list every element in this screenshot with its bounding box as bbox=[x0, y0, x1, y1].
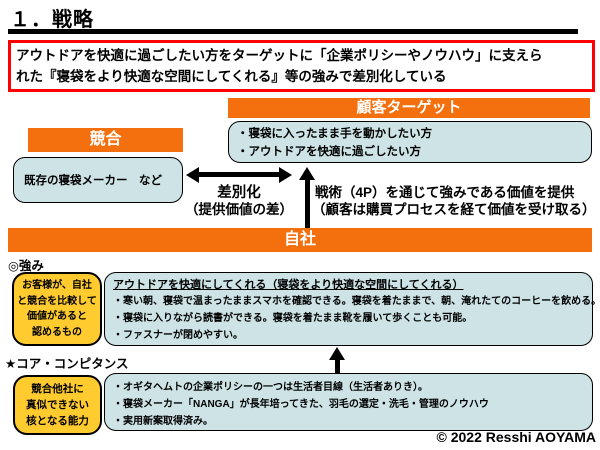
arrow-head-up-icon bbox=[329, 347, 345, 360]
value-delivery-up-arrow-icon bbox=[299, 167, 316, 228]
strengths-definition-line: 認めるもの bbox=[32, 326, 82, 338]
core-bullet: ・オギタヘムトの企業ポリシーの一つは生活者目線（生活者ありき）。 bbox=[113, 382, 428, 393]
strengths-definition-line: と競合を比較して bbox=[17, 295, 97, 307]
core-competence-definition-box: 競合他社に 真似できない 核となる能力 bbox=[13, 375, 102, 435]
core-competence-detail-box: ・オギタヘムトの企業ポリシーの一つは生活者目線（生活者ありき）。 ・寝袋メーカー… bbox=[104, 373, 593, 431]
core-bullet: ・寝袋メーカー「NANGA」が長年培ってきた、羽毛の選定・洗毛・管理のノウハウ bbox=[113, 399, 489, 410]
strengths-bullet: ・寝袋に入りながら読書ができる。寝袋を着たまま靴を履いて歩くことも可能。 bbox=[113, 313, 473, 324]
strengths-definition-line: 価値があると bbox=[27, 311, 87, 322]
customer-target-header: 顧客ターゲット bbox=[228, 98, 590, 118]
strengths-detail-box: アウトドアを快適にしてくれる（寝袋をより快適な空間にしてくれる） ・寒い朝、寝袋… bbox=[104, 272, 600, 346]
arrow-shaft bbox=[335, 358, 340, 373]
differentiation-sublabel: （提供価値の差） bbox=[185, 202, 293, 217]
strengths-title: アウトドアを快適にしてくれる（寝袋をより快適な空間にしてくれる） bbox=[113, 279, 464, 291]
arrow-head-right-icon bbox=[279, 167, 292, 183]
arrow-head-left-icon bbox=[186, 167, 199, 183]
arrow-shaft bbox=[197, 172, 281, 177]
customer-target-item: ・アウトドアを快適に過ごしたい方 bbox=[237, 146, 421, 158]
competitor-header: 競合 bbox=[28, 128, 183, 152]
tactics-note-line1: 戦術（4P）を通じて強みである価値を提供 bbox=[315, 185, 575, 200]
competitor-box: 既存の寝袋メーカー など bbox=[13, 157, 183, 203]
core-to-strengths-up-arrow-icon bbox=[329, 347, 346, 373]
core-definition-line: 核となる能力 bbox=[26, 415, 89, 427]
strengths-heading: ◎強み bbox=[8, 259, 44, 273]
core-competence-heading: ★コア・コンピタンス bbox=[5, 357, 129, 371]
page-title: １．戦略 bbox=[10, 9, 94, 31]
customer-target-item: ・寝袋に入ったまま手を動かしたい方 bbox=[237, 128, 433, 140]
strengths-bullet: ・ファスナーが閉めやすい。 bbox=[113, 330, 243, 341]
strengths-definition-box: お客様が、自社 と競合を比較して 価値があると 認めるもの bbox=[12, 272, 102, 346]
company-header: 自社 bbox=[8, 228, 592, 252]
strategy-summary-box: アウトドアを快適に過ごしたい方をターゲットに「企業ポリシーやノウハウ」に支えら … bbox=[8, 40, 595, 92]
strengths-bullet: ・寒い朝、寝袋で温まったままスマホを確認できる。寝袋を着たままで、朝、淹れたての… bbox=[113, 296, 600, 307]
core-bullet: ・実用新案取得済み。 bbox=[113, 416, 213, 427]
differentiation-double-arrow-icon bbox=[186, 167, 292, 183]
customer-target-box: ・寝袋に入ったまま手を動かしたい方 ・アウトドアを快適に過ごしたい方 bbox=[228, 121, 592, 163]
differentiation-label: 差別化 bbox=[217, 185, 261, 201]
copyright-text: © 2022 Resshi AOYAMA bbox=[436, 429, 596, 445]
core-definition-line: 真似できない bbox=[26, 399, 89, 411]
strategy-summary-line2: れた『寝袋をより快適な空間にしてくれる』等の強みで差別化している bbox=[16, 69, 447, 84]
arrow-shaft bbox=[305, 178, 310, 228]
arrow-head-up-icon bbox=[299, 167, 315, 180]
core-definition-line: 競合他社に bbox=[31, 383, 84, 395]
tactics-note-line2: （顧客は購買プロセスを経て価値を受け取る） bbox=[312, 202, 596, 217]
title-underline-rule bbox=[8, 29, 578, 34]
strengths-definition-line: お客様が、自社 bbox=[22, 280, 92, 291]
competitor-item: 既存の寝袋メーカー など bbox=[24, 175, 162, 187]
strategy-summary-line1: アウトドアを快適に過ごしたい方をターゲットに「企業ポリシーやノウハウ」に支えら bbox=[16, 48, 543, 63]
